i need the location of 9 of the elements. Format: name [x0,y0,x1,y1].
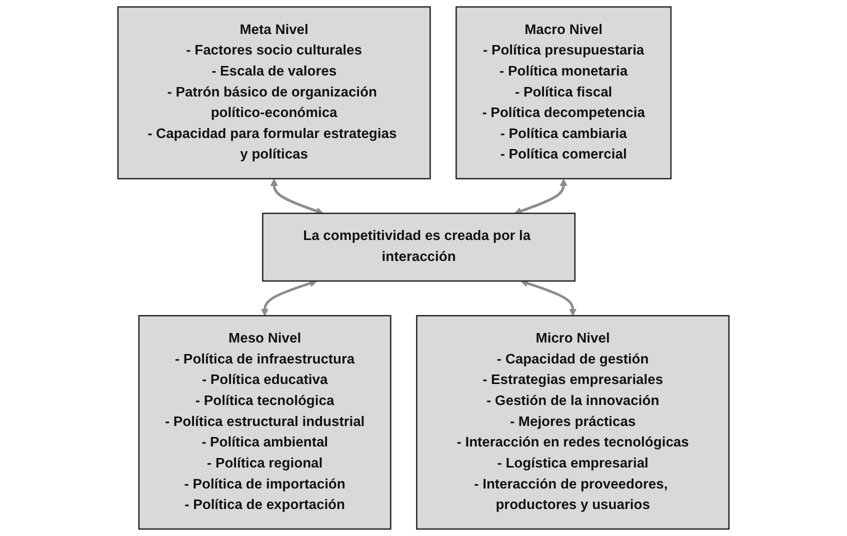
arrow [270,178,324,215]
node-box: Meso Nivel - Política de infraestructura - Política educativa - Política tecnológica - Política estructural industrial - Política ambiental - Política regional - Política de importación - Política de exportación [138,315,392,530]
arrow [261,280,318,316]
node-box: Macro Nivel - Política presupuestaria - Política monetaria - Política fiscal - Política decompetencia - Política cambiaria - Política comercial [456,6,672,180]
node-box: Meta Nivel - Factores socio culturales - Escala de valores - Patrón básico de organización político-económica - Capacidad para formular estrategias y políticas [117,6,431,180]
arrow [514,178,568,215]
arrow [520,280,577,316]
node-box: Micro Nivel - Capacidad de gestión - Estrategias empresariales - Gestión de la innovación - Mejores prácticas - Interacción en redes tecnológicas - Logística empresarial - Interacción de proveedores, productores y usuarios [416,315,730,530]
node-box: La competitividad es creada por la interacción [262,212,576,282]
